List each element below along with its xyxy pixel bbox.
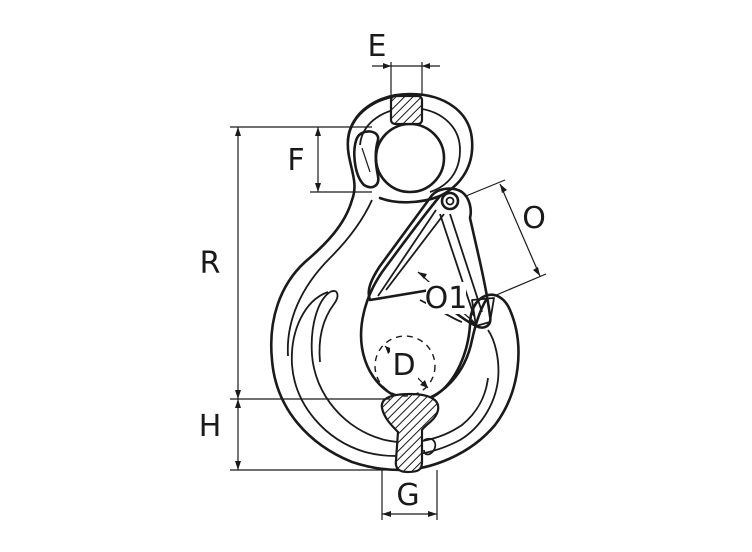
bowl-section-hatch bbox=[380, 392, 440, 474]
load-pin-circle bbox=[374, 335, 436, 397]
hook-recess bbox=[291, 291, 500, 457]
hook-throat bbox=[359, 194, 488, 404]
latch-pivot bbox=[440, 191, 460, 211]
eye-hole bbox=[374, 122, 446, 194]
label-d: D bbox=[392, 348, 415, 383]
hook-recess-inner bbox=[310, 291, 489, 444]
label-o: O bbox=[522, 201, 546, 236]
eye-inner-ring bbox=[359, 107, 461, 193]
label-f: F bbox=[287, 143, 304, 178]
hook-back-edge bbox=[286, 199, 373, 357]
safety-latch bbox=[367, 187, 495, 329]
latch-outline bbox=[367, 187, 492, 329]
label-r: R bbox=[200, 246, 221, 281]
label-o1: O1 bbox=[425, 281, 468, 316]
o-dimension-line bbox=[499, 183, 541, 277]
eye-section-hatch bbox=[389, 94, 424, 126]
label-e: E bbox=[368, 29, 387, 64]
eye-side-slot bbox=[353, 130, 380, 189]
label-g: G bbox=[396, 478, 419, 513]
label-h: H bbox=[199, 409, 222, 444]
